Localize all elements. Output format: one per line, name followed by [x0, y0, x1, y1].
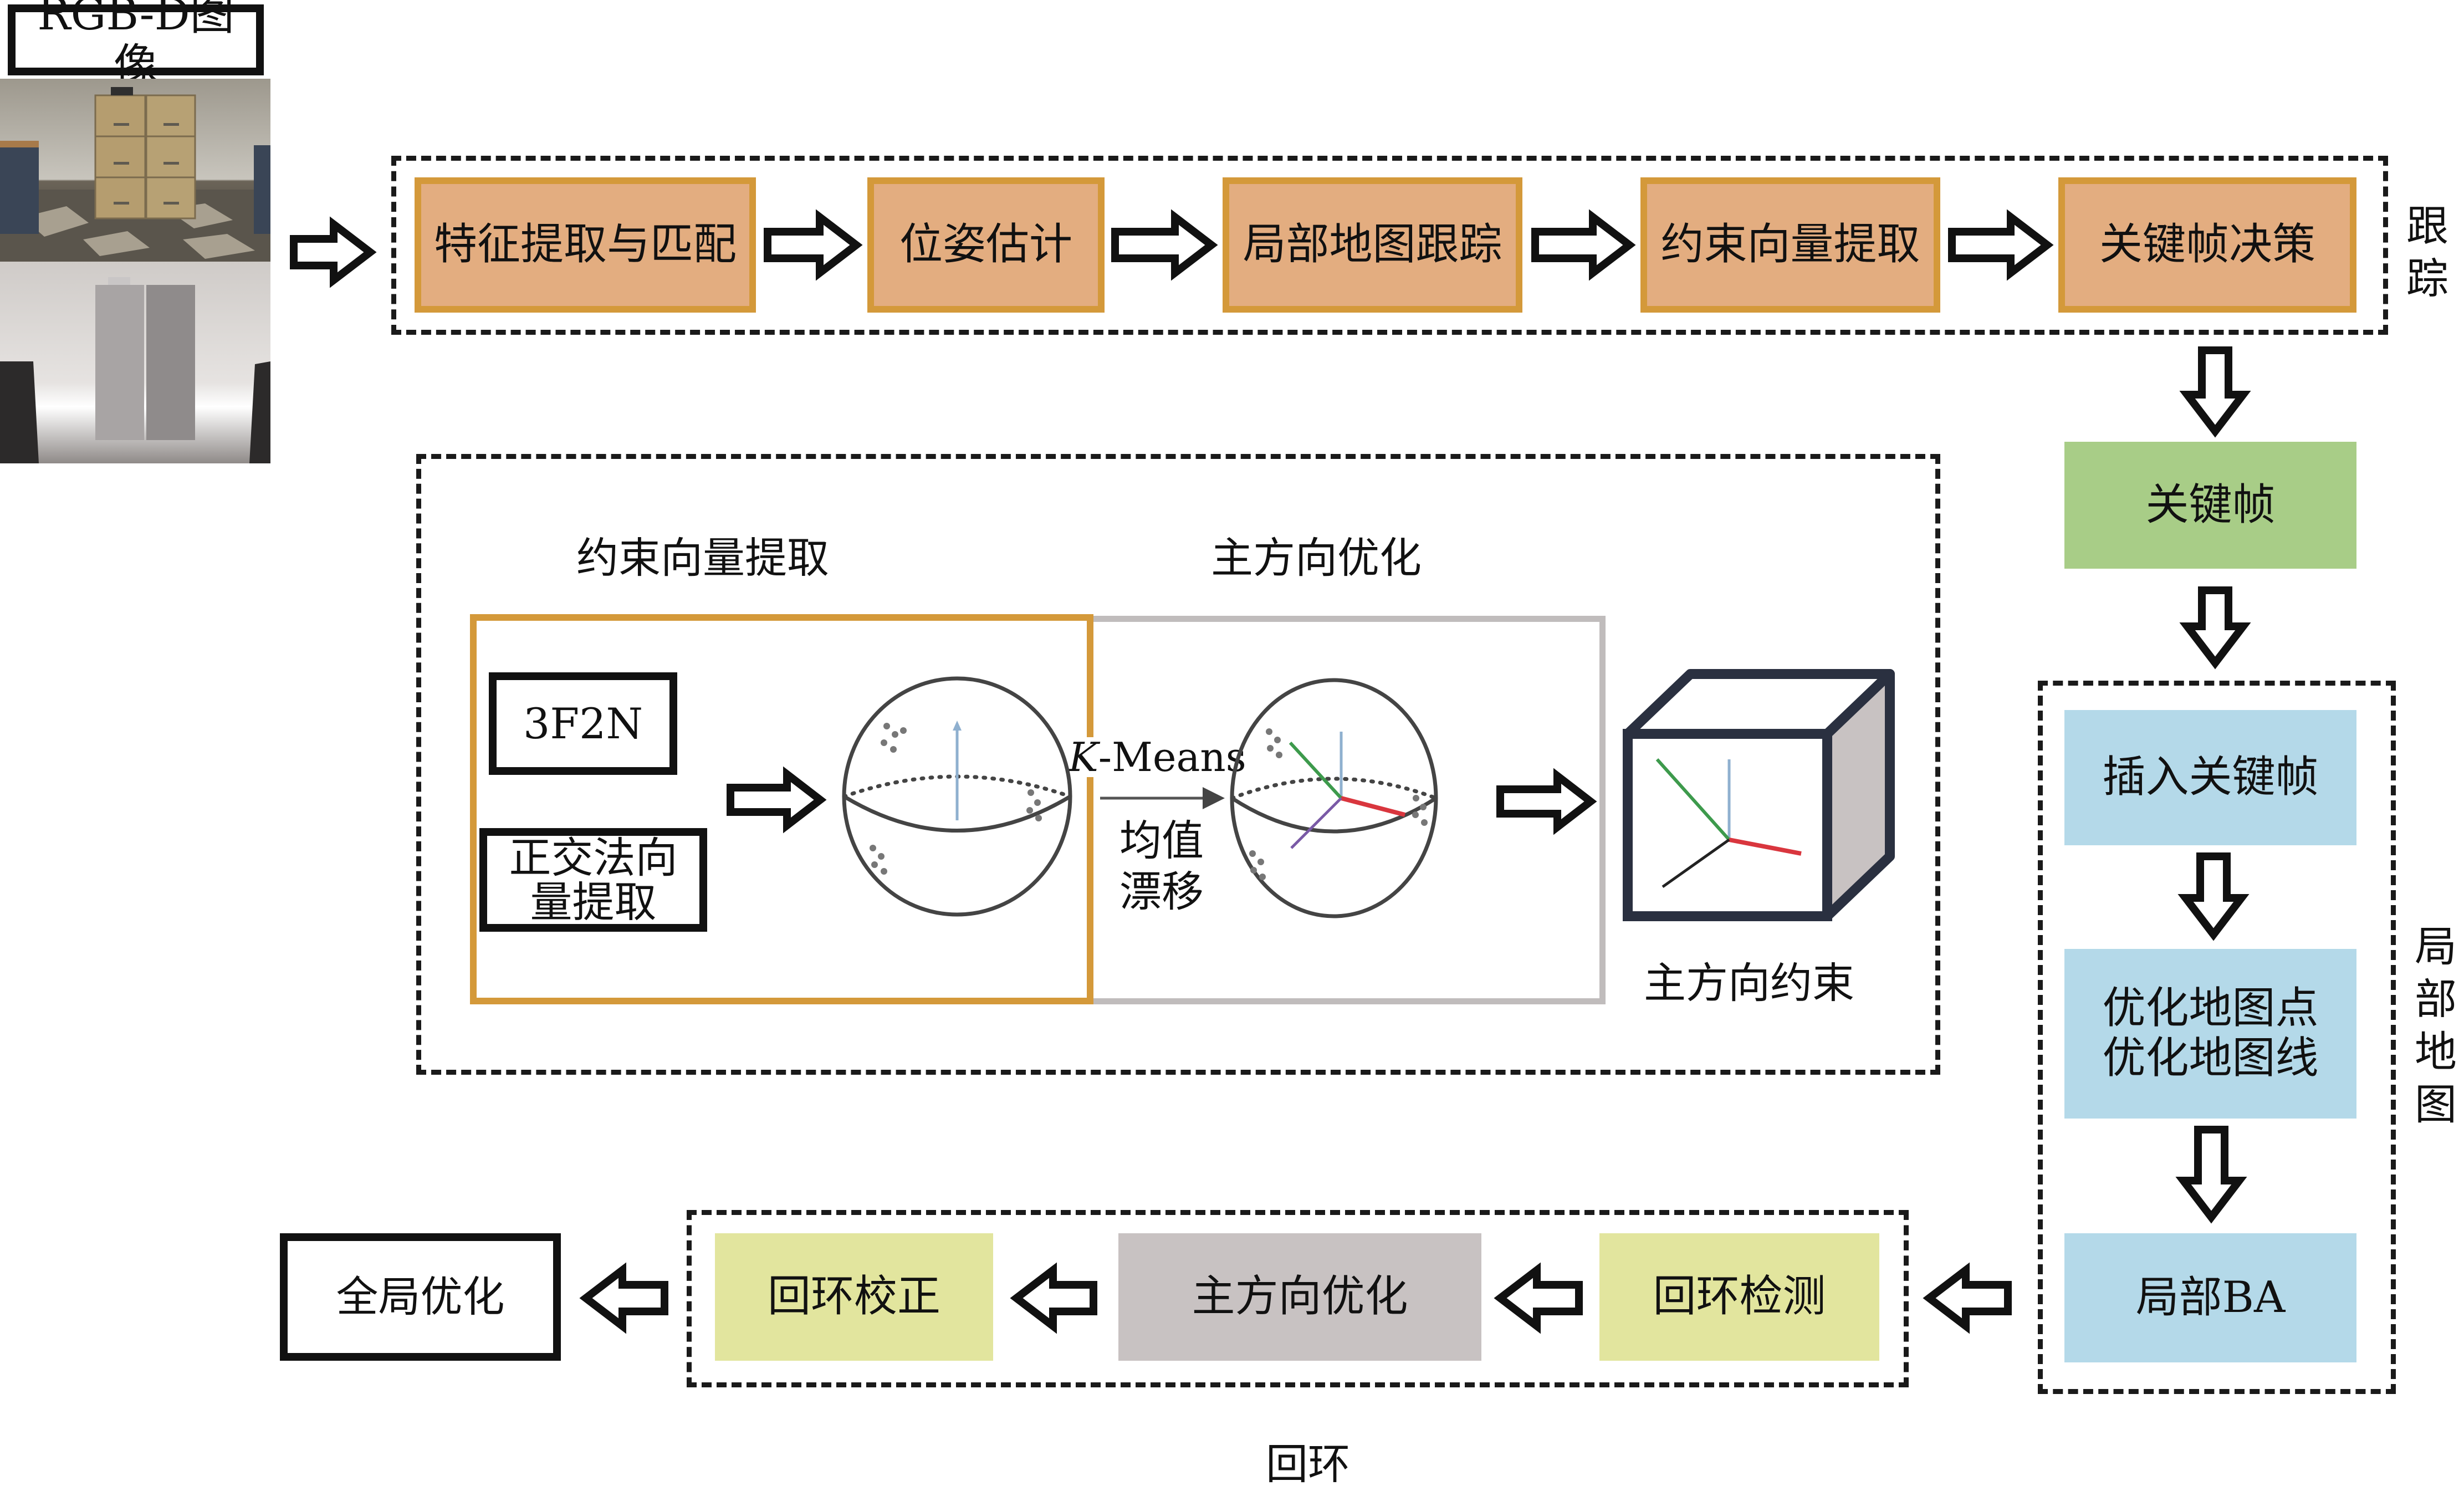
local-step-label-line2: 优化地图线: [2102, 1033, 2319, 1083]
loop-step-detection[interactable]: 回环检测: [1599, 1233, 1879, 1361]
local-mapping-group: [2038, 681, 2396, 1394]
loop-step-label: 回环检测: [1653, 1272, 1826, 1322]
depth-scene-icon: [0, 277, 270, 463]
kmeans-label: K-Means: [1069, 737, 1246, 777]
rgb-scene-icon: [0, 87, 270, 262]
input-label-text: RGB-D图像: [37, 0, 234, 91]
tracking-step-feature-matching[interactable]: 特征提取与匹配: [415, 177, 756, 313]
tracking-group-label-text: 跟踪: [2406, 201, 2448, 303]
tracking-group-label: 跟踪: [2405, 200, 2455, 305]
tracking-step-label: 局部地图跟踪: [1243, 219, 1502, 270]
rgb-image: [0, 79, 270, 262]
local-mapping-group-label-text: 局部地图: [2415, 922, 2457, 1129]
principal-constraint-label: 主方向约束: [1644, 958, 1854, 1008]
constraint-extraction-title: 约束向量提取: [576, 533, 829, 583]
constraint-extraction-frame: [470, 614, 1093, 1004]
meanshift-label-line1: 均值: [1119, 816, 1204, 865]
local-step-label-line1: 优化地图点: [2102, 983, 2319, 1034]
arrow-down-icon: [2179, 586, 2251, 670]
tracking-step-local-map-tracking[interactable]: 局部地图跟踪: [1223, 177, 1522, 313]
input-label: RGB-D图像: [8, 0, 264, 91]
tracking-step-constraint-vector[interactable]: 约束向量提取: [1640, 177, 1940, 313]
local-step-insert-keyframe[interactable]: 插入关键帧: [2064, 710, 2356, 845]
depth-image: [0, 262, 270, 463]
tracking-group: [391, 156, 2388, 335]
arrow-left-icon: [1923, 1262, 2012, 1334]
loop-step-correction[interactable]: 回环校正: [715, 1233, 993, 1361]
method-orthogonal-label-line2: 量提取: [530, 877, 657, 927]
tracking-step-pose-estimation[interactable]: 位姿估计: [867, 177, 1105, 313]
local-step-label: 局部BA: [2135, 1272, 2286, 1323]
loop-closing-group-label: 回环: [1266, 1439, 1350, 1489]
detail-panel: [416, 454, 1940, 1075]
principal-direction-frame: [1093, 616, 1606, 1004]
loop-step-label: 回环校正: [767, 1272, 940, 1322]
tracking-step-label: 约束向量提取: [1660, 219, 1920, 270]
method-orthogonal-box[interactable]: 正交法向 量提取: [479, 828, 707, 932]
kmeans-k: K: [1069, 734, 1098, 780]
tracking-step-label: 特征提取与匹配: [433, 219, 737, 270]
kmeans-suffix: -Means: [1098, 734, 1246, 780]
meanshift-label-line2: 漂移: [1119, 867, 1204, 916]
method-orthogonal-label-line1: 正交法向: [509, 833, 678, 882]
tracking-step-label: 关键帧决策: [2099, 219, 2315, 270]
local-step-local-ba[interactable]: 局部BA: [2064, 1233, 2356, 1362]
loop-closing-group: [687, 1210, 1909, 1387]
global-optimization-label: 全局优化: [336, 1272, 505, 1322]
arrow-down-icon: [2179, 346, 2251, 438]
keyframe-label: 关键帧: [2145, 479, 2276, 530]
local-mapping-group-label: 局部地图: [2414, 920, 2463, 1131]
loop-step-principal-direction[interactable]: 主方向优化: [1118, 1233, 1481, 1361]
keyframe-box[interactable]: 关键帧: [2064, 442, 2356, 569]
global-optimization-box[interactable]: 全局优化: [280, 1233, 561, 1361]
arrow-input-to-tracking-icon: [290, 216, 377, 288]
local-step-label: 插入关键帧: [2102, 752, 2319, 803]
loop-step-label: 主方向优化: [1192, 1272, 1408, 1322]
principal-direction-title: 主方向优化: [1211, 533, 1422, 583]
method-3f2n-label: 3F2N: [523, 698, 643, 748]
tracking-step-keyframe-decision[interactable]: 关键帧决策: [2058, 177, 2356, 313]
method-3f2n-box[interactable]: 3F2N: [489, 672, 677, 775]
local-step-optimize-map[interactable]: 优化地图点 优化地图线: [2064, 949, 2356, 1119]
arrow-left-icon: [579, 1262, 668, 1334]
tracking-step-label: 位姿估计: [899, 219, 1072, 270]
